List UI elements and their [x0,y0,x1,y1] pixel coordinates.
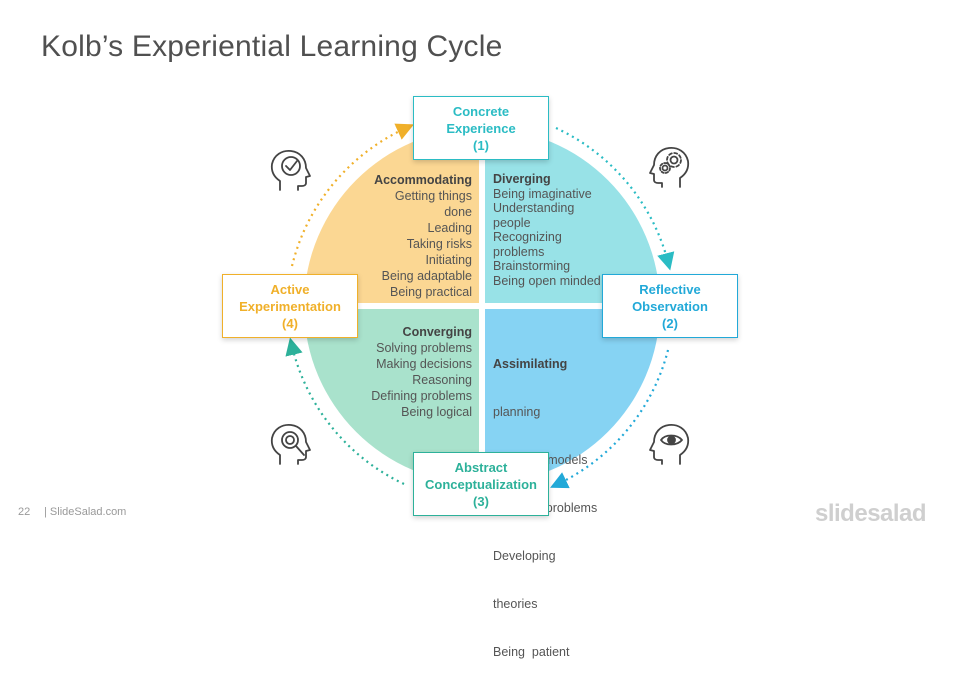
stage-label-line2: Experience [446,120,516,136]
accommodating-heading: Accommodating [374,173,472,187]
list-item: Being adaptable [381,269,472,283]
stage-label-line1: Reflective [639,281,701,297]
list-item: Developing [493,549,556,563]
stage-number: (2) [662,315,678,331]
head-checkmark-icon [270,150,311,191]
page-number: 22 [18,506,31,518]
stage-label-line1: Active [270,281,310,297]
diverging-heading: Diverging [493,172,551,186]
accommodating-text: Accommodating Getting things done Leadin… [358,172,472,300]
list-item: planning [493,405,541,419]
list-item: Being patient [493,645,570,659]
list-item: Understanding [493,201,575,215]
stage-label-line2: Conceptualization [425,476,537,492]
arrow-abstract-to-active [285,337,405,485]
stage-number: (1) [473,137,489,153]
list-item: Taking risks [406,237,472,251]
list-item: theories [493,597,538,611]
head-magnifier-icon [270,424,311,465]
list-item: done [444,205,472,219]
list-item: Being imaginative [493,186,592,201]
list-item: Being logical [401,405,472,419]
quadrant-converging [304,309,479,484]
stage-active-experimentation: Active Experimentation (4) [222,274,358,338]
converging-text: Converging Solving problems Making decis… [352,324,472,420]
stage-concrete-experience: Concrete Experience (1) [413,96,549,160]
diverging-text: Diverging Being imaginative Understandin… [493,172,613,288]
stage-label-line1: Abstract [454,459,508,475]
list-item: people [493,215,531,230]
stage-number: (4) [282,315,298,331]
assimilating-heading: Assimilating [493,357,568,371]
list-item: problems [493,244,545,259]
arrow-reflective-to-abstract [550,349,670,489]
slidesalad-logo: slidesalad [815,500,927,527]
slide-title: Kolb’s Experiential Learning Cycle [41,30,503,63]
stage-reflective-observation: Reflective Observation (2) [602,274,738,338]
stage-abstract-conceptualization: Abstract Conceptualization (3) [413,452,549,516]
list-item: Being practical [390,285,472,299]
head-eye-icon [649,424,690,465]
cycle-diagram [285,123,675,489]
list-item: Defining problems [371,389,472,403]
stage-label-line2: Observation [632,298,708,314]
list-item: Making decisions [376,357,472,371]
footer-brand: | SlideSalad.com [44,506,127,518]
stage-label-line2: Experimentation [239,298,341,314]
list-item: Brainstorming [493,259,571,273]
arrow-concrete-to-reflective [555,127,675,271]
list-item: Leading [427,221,473,235]
head-gears-icon [649,147,690,188]
list-item: Recognizing [493,230,562,244]
stage-label-line1: Concrete [452,103,510,119]
list-item: Initiating [425,253,472,267]
list-item: Reasoning [412,373,472,387]
list-item: Getting things [394,189,472,203]
list-item: Solving problems [376,341,472,355]
quadrant-diverging [485,128,660,303]
list-item: Being open minded [493,273,601,288]
converging-heading: Converging [402,325,472,339]
stage-number: (3) [473,493,489,509]
quadrant-assimilating [485,309,660,484]
quadrant-accommodating [304,128,479,303]
